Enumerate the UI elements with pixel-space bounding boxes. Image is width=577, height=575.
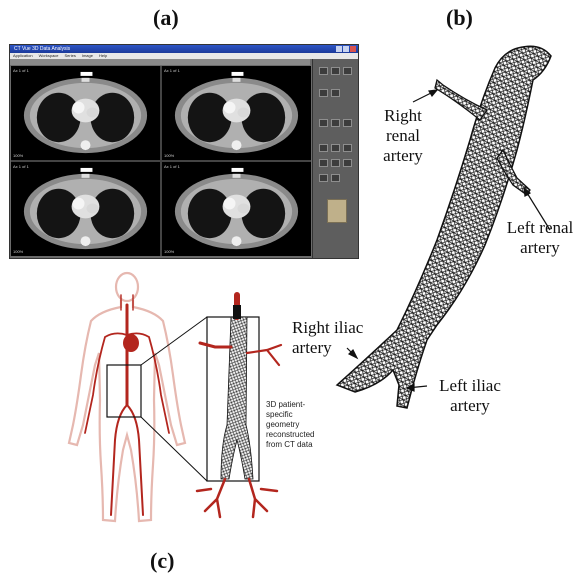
- label-right-renal-artery: Right renal artery: [375, 106, 431, 166]
- label-text: Left iliac artery: [439, 376, 501, 415]
- slice-info: Ax 1 of 1: [13, 68, 29, 73]
- zoom-info: 100%: [164, 153, 174, 158]
- ct-image-grid: Ax 1 of 1 100% Ax 1 of 1 100% Ax 1 of 1 …: [11, 66, 311, 256]
- right-leg-artery: [111, 405, 127, 515]
- ct-thorax-image: [11, 162, 160, 256]
- panel-label-a: (a): [153, 5, 179, 31]
- heart: [123, 334, 139, 352]
- ct-slice-2[interactable]: Ax 1 of 1 100%: [162, 66, 311, 160]
- inset-top-cap: [233, 305, 241, 319]
- viewer-titlebar: CT Vue 3D Data Analysis: [10, 45, 358, 53]
- ct-thorax-image: [162, 162, 311, 256]
- label-left-iliac-artery: Left iliac artery: [430, 376, 510, 416]
- slice-info: Ax 1 of 1: [164, 164, 180, 169]
- panel-label-c: (c): [150, 548, 174, 574]
- label-left-renal-artery: Left renal artery: [503, 218, 577, 258]
- zoom-info: 100%: [13, 153, 23, 158]
- ct-slice-1[interactable]: Ax 1 of 1 100%: [11, 66, 160, 160]
- head-outline: [116, 273, 138, 301]
- slice-info: Ax 1 of 1: [164, 68, 180, 73]
- viewer-title: CT Vue 3D Data Analysis: [14, 46, 70, 52]
- ct-thorax-image: [162, 66, 311, 160]
- left-leg-artery: [127, 405, 143, 515]
- vascular-tree: [85, 295, 169, 515]
- ct-slice-4[interactable]: Ax 1 of 1 100%: [162, 162, 311, 256]
- ct-viewer-window: CT Vue 3D Data Analysis Application Work…: [9, 44, 359, 259]
- label-text: Left renal artery: [507, 218, 574, 257]
- zoom-info: 100%: [164, 249, 174, 254]
- ct-thorax-image: [11, 66, 160, 160]
- slice-info: Ax 1 of 1: [13, 164, 29, 169]
- right-renal-branch: [435, 80, 487, 120]
- label-text: Right renal artery: [383, 106, 423, 165]
- viewer-toolbar: [10, 59, 310, 65]
- panel-label-b: (b): [446, 5, 473, 31]
- reconstruction-caption: 3D patient-specific geometry reconstruct…: [266, 400, 328, 450]
- ct-slice-3[interactable]: Ax 1 of 1 100%: [11, 162, 160, 256]
- left-iliac-vessel: [249, 479, 277, 517]
- right-iliac-vessel: [197, 479, 225, 517]
- zoom-info: 100%: [13, 249, 23, 254]
